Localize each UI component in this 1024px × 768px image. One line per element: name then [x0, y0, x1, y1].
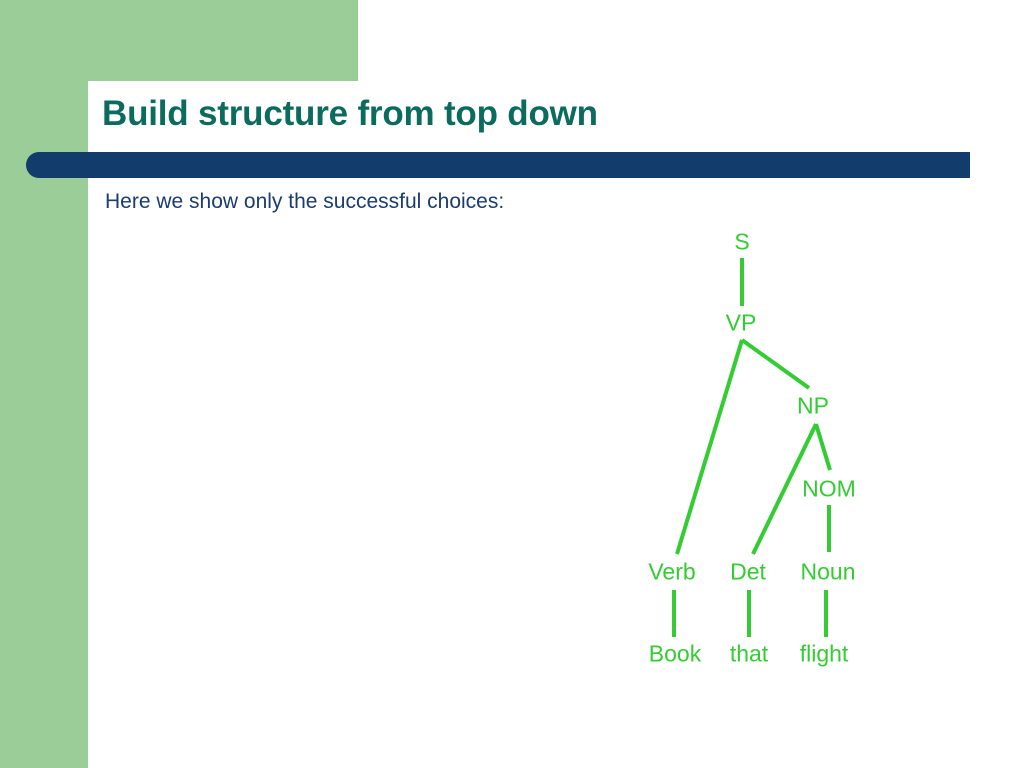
tree-node-det: Det	[730, 558, 766, 585]
tree-node-noun: Noun	[800, 558, 856, 585]
top-green-block	[0, 0, 358, 81]
page-title: Build structure from top down	[102, 94, 598, 133]
tree-node-nom: NOM	[802, 475, 856, 502]
white-content-panel	[88, 81, 1024, 768]
tree-node-flight: flight	[799, 640, 849, 667]
tree-node-that: that	[729, 640, 769, 667]
tree-node-vp: VP	[725, 309, 757, 336]
tree-node-s: S	[734, 228, 750, 255]
tree-node-np: NP	[797, 392, 829, 419]
title-accent-bar	[26, 152, 970, 178]
subtitle-text: Here we show only the successful choices…	[105, 190, 505, 213]
left-green-sidebar	[0, 0, 88, 768]
tree-node-book: Book	[648, 640, 702, 667]
tree-node-verb: Verb	[648, 558, 696, 585]
